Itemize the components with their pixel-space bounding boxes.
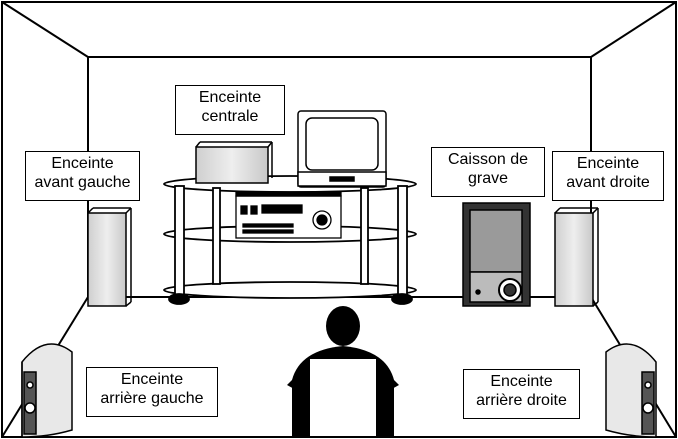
label-rear-right-line2: arrière droite [476,392,567,409]
subwoofer [462,202,531,307]
label-center-line2: centrale [201,108,259,125]
listener [287,306,399,438]
label-front-right-speaker: Enceinte avant droite [552,151,664,201]
label-center-speaker: Enceinte centrale [175,85,285,135]
rear-left-speaker [21,343,73,438]
label-front-right-line1: Enceinte [576,155,640,172]
label-front-left-line2: avant gauche [34,174,131,191]
label-rear-left-line1: Enceinte [120,371,184,388]
label-rear-right-line1: Enceinte [490,373,553,390]
television [297,110,387,188]
label-subwoofer-line1: Caisson de [447,151,529,168]
label-subwoofer-line2: grave [467,170,509,187]
label-rear-left-line2: arrière gauche [100,390,204,407]
label-subwoofer: Caisson de grave [431,147,545,197]
center-speaker [195,141,273,184]
label-front-left-speaker: Enceinte avant gauche [25,151,140,201]
label-rear-left-speaker: Enceinte arrière gauche [86,367,218,417]
label-front-right-line2: avant droite [566,174,650,191]
front-right-speaker [554,207,599,307]
label-rear-right-speaker: Enceinte arrière droite [463,369,580,419]
rear-right-speaker [605,343,657,438]
av-receiver [235,191,342,239]
label-center-line1: Enceinte [198,89,262,106]
label-front-left-line1: Enceinte [51,155,114,172]
front-left-speaker [87,207,132,307]
